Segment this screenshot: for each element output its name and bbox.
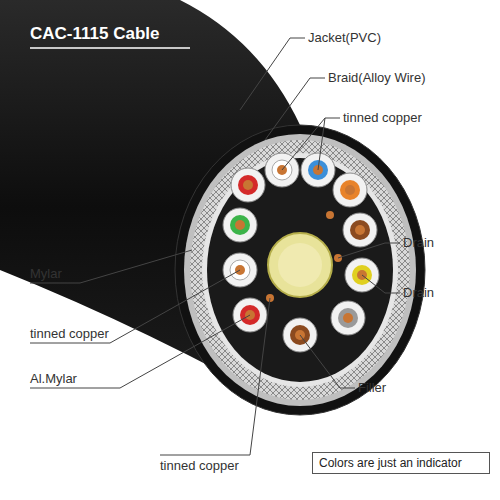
part-label: tinned copper xyxy=(343,110,422,125)
part-label: Mylar xyxy=(30,266,62,281)
note-box: Colors are just an indicator xyxy=(312,452,490,474)
part-label: Al.Mylar xyxy=(30,371,77,386)
diagram-title: CAC-1115 Cable xyxy=(30,24,159,44)
core-area xyxy=(207,158,393,382)
part-label: tinned copper xyxy=(160,458,239,473)
part-label: tinned copper xyxy=(30,326,109,341)
part-label: Drain xyxy=(403,285,434,300)
part-label: Drain xyxy=(403,235,434,250)
note-text: Colors are just an indicator xyxy=(319,456,483,470)
mylar-ring xyxy=(184,134,416,406)
part-label: Braid(Alloy Wire) xyxy=(328,70,426,85)
jacket-end xyxy=(175,125,425,415)
title-underline xyxy=(30,47,190,49)
filler-core xyxy=(268,233,332,297)
leader-lines xyxy=(30,38,400,455)
braid-ring xyxy=(190,140,410,400)
inner-mylar xyxy=(202,153,398,387)
part-label: Filler xyxy=(358,380,386,395)
part-label: Jacket(PVC) xyxy=(308,30,381,45)
